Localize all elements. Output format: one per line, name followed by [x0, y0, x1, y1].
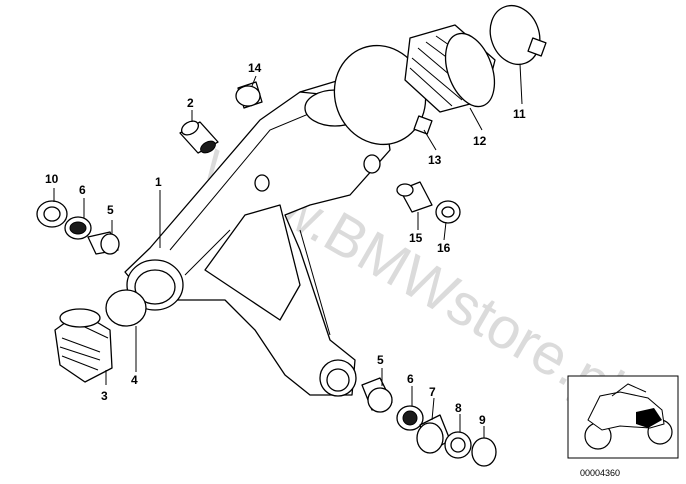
rubber-boot-part-3: [54, 308, 113, 383]
callout-5-left: 5: [107, 203, 114, 217]
motorcycle-silhouette-icon: [584, 383, 673, 450]
callout-9: 9: [479, 413, 486, 427]
pivot-pin-part-5-left: [87, 231, 120, 255]
callout-13: 13: [428, 153, 442, 167]
pivot-pin-part-5-right: [361, 377, 393, 413]
callout-3: 3: [101, 389, 108, 403]
hose-clamp-part-13: [333, 44, 433, 146]
callout-6-left: 6: [79, 183, 86, 197]
bearing-nut-part-8: [444, 431, 472, 459]
callout-labels: 1 2 3 4 5 6 10 14 15 16 13 12 11 5 6 7 8…: [45, 61, 526, 427]
bearing-nut-part-10: [36, 200, 68, 228]
callout-5-right: 5: [377, 353, 384, 367]
location-inset: 00004360: [567, 375, 679, 478]
callout-2: 2: [187, 96, 194, 110]
seal-part-7: [416, 414, 451, 454]
callout-8: 8: [455, 401, 462, 415]
callout-6-right: 6: [407, 372, 414, 386]
callout-12: 12: [473, 134, 487, 148]
sleeve-part-2: [179, 120, 219, 154]
bearing-part-6-right: [396, 405, 424, 431]
callout-16: 16: [437, 241, 451, 255]
callout-4: 4: [131, 373, 138, 387]
callout-7: 7: [429, 385, 436, 399]
bellows-boot-part-12: [404, 24, 496, 113]
screw-part-15: [396, 181, 433, 213]
circlip-part-9: [471, 437, 497, 467]
snap-ring-part-4: [105, 289, 147, 327]
hose-clamp-part-11: [489, 4, 547, 66]
callout-10: 10: [45, 172, 59, 186]
callout-1: 1: [155, 175, 162, 189]
screw-part-14: [235, 81, 263, 109]
reference-number: 00004360: [580, 468, 620, 478]
callout-15: 15: [409, 231, 423, 245]
callout-11: 11: [513, 107, 526, 121]
plug-part-16: [435, 200, 461, 224]
callout-14: 14: [248, 61, 262, 75]
bearing-part-6-left: [64, 216, 92, 240]
leader-lines: [53, 63, 523, 438]
